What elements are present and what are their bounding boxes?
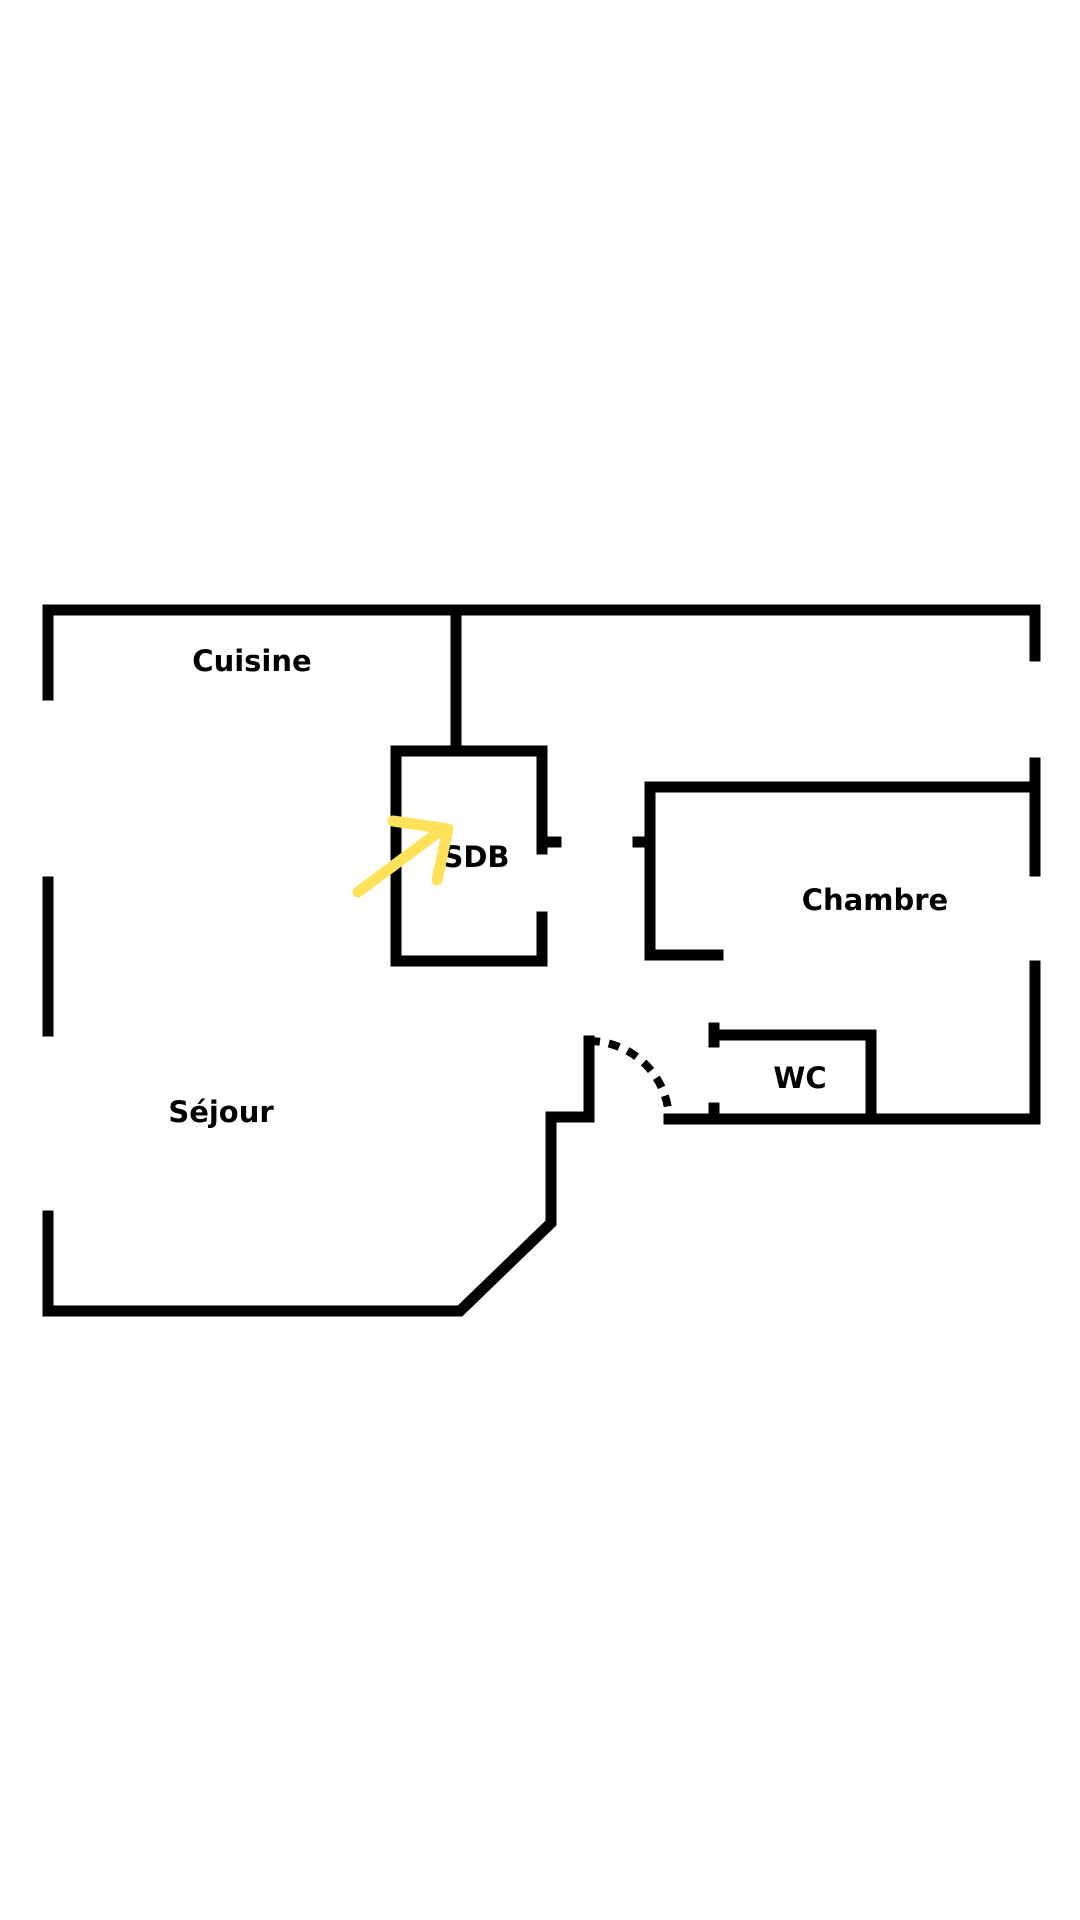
bedroom-walls	[632, 781, 1041, 961]
arrow-pointing-to-bathroom-icon	[352, 815, 454, 898]
outer-walls	[42, 604, 1041, 1317]
room-label-sejour: Séjour	[168, 1095, 274, 1129]
room-label-cuisine: Cuisine	[192, 644, 311, 678]
wc-walls	[708, 1022, 877, 1125]
right-wall-lower	[663, 960, 1041, 1125]
entrance-door-swing	[588, 1037, 673, 1120]
bottom-left-wall	[42, 1035, 595, 1317]
top-wall	[42, 604, 1041, 701]
bathroom-walls	[390, 745, 562, 967]
room-label-chambre: Chambre	[802, 883, 948, 917]
room-label-wc: WC	[773, 1061, 826, 1095]
room-label-sdb: SDB	[442, 840, 509, 874]
